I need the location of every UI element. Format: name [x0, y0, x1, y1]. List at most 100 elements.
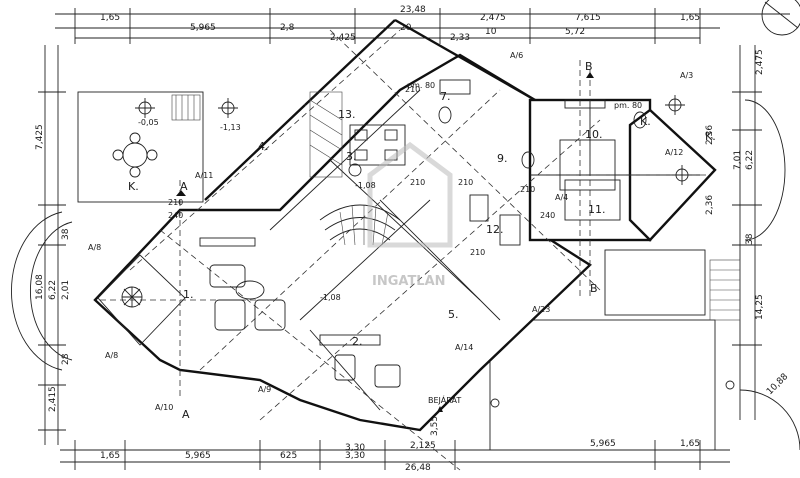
door-label-4: 240 [168, 211, 183, 220]
dim-top-1: 1,65 [100, 13, 120, 23]
dim-right-4: 2,36 [705, 125, 715, 145]
dim-left-3: 6,22 [48, 280, 58, 300]
bottom-right-arc [739, 389, 800, 451]
dim-bottom-5: 2,125 [410, 441, 436, 451]
door-label-2: 210 [410, 178, 425, 187]
dim-right-1: 2,475 [755, 49, 765, 75]
section-arrow-a-top [176, 190, 186, 196]
label-pm80-b: pm. 80 [407, 81, 435, 90]
terrace-right-upper [604, 249, 706, 316]
room2-furniture [319, 334, 401, 388]
dim-bottom-10: 3,55 [430, 416, 440, 436]
north-arrow-line [764, 1, 799, 29]
dim-top-2: 5,965 [190, 23, 216, 33]
room-label-12: 12. [486, 223, 504, 236]
building-walls [93, 18, 717, 432]
watermark-text: INGATLAN [372, 274, 446, 289]
door-label-8: 210 [520, 185, 535, 194]
door-label-5: 240 [540, 211, 555, 220]
entrance-point [490, 398, 500, 408]
dim-left-5: 38 [61, 228, 71, 240]
dim-right-5: 2,36 [705, 195, 715, 215]
dim-top-4: 2,425 [330, 33, 356, 43]
dim-bottom-9: 3,30 [345, 443, 365, 453]
entrance-marker-icon [437, 406, 443, 412]
top-dimension-chain [55, 8, 790, 44]
axis-mark-2: A/10 [155, 403, 173, 412]
room-label-3: 3. [346, 150, 357, 163]
left-bay-arc [11, 211, 63, 371]
kitchen-counter [309, 91, 343, 178]
dim-top-3: 2,8 [280, 23, 295, 33]
room-label-1: 1. [183, 288, 194, 301]
axis-mark-1: A/11 [195, 171, 213, 180]
room-label-5: 5. [448, 308, 459, 321]
terrace-left [77, 91, 204, 203]
room3-furniture [348, 124, 406, 177]
section-mark-a-bottom: A [182, 408, 190, 421]
dim-left-6: 28 [61, 353, 71, 365]
dining-set-terrace [112, 98, 238, 178]
door-label-1: 210 [168, 198, 183, 207]
stair-main [319, 204, 401, 246]
dim-left-1: 7,425 [35, 124, 45, 150]
axis-mark-8: A/14 [455, 343, 473, 352]
axis-mark-5: A/3 [680, 71, 693, 80]
section-mark-b-top: B [585, 60, 593, 73]
plant-room1 [121, 286, 143, 308]
entrance-label: BEJÁRAT [428, 394, 461, 405]
dim-bottom-4: 3,30 [345, 451, 365, 461]
watermark-logo: INGATLAN [367, 141, 453, 289]
dim-top-5: 20 [400, 23, 412, 33]
room-label-13: 13. [338, 108, 356, 121]
axis-mark-7: A/23 [532, 305, 550, 314]
left-dimension-chain [38, 45, 66, 445]
dim-top-6: 2,475 [480, 13, 506, 23]
dim-top-9: 10 [485, 27, 497, 37]
level-mark-a: -0,05 [138, 118, 159, 127]
label-k-middle: K. [640, 115, 651, 128]
dim-bottom-8: 1,65 [680, 439, 700, 449]
room-label-7: 7. [440, 90, 451, 103]
room-label-10: 10. [585, 128, 603, 141]
label-k-right: K. [705, 130, 716, 143]
section-mark-b-bottom: B [590, 282, 598, 295]
dim-right-7: 14,25 [755, 294, 765, 320]
dim-bottom-7: 5,965 [590, 439, 616, 449]
room-k-right [665, 95, 692, 185]
room-label-2: 2. [352, 335, 363, 348]
north-arrow-circle [761, 0, 800, 36]
level-mark-d: -1,08 [320, 293, 341, 302]
label-pm80-a: pm. 80 [614, 101, 642, 110]
terrace-right [489, 319, 716, 451]
dim-top-7: 7,615 [575, 13, 601, 23]
corner-point [725, 380, 735, 390]
axis-mark-6: A/12 [665, 148, 683, 157]
dim-bottom-6: 26,48 [405, 463, 431, 473]
dim-top-12: 1,65 [680, 13, 700, 23]
stair-right [709, 259, 741, 321]
axis-mark-9: A/4 [555, 193, 568, 202]
bedroom-furniture [559, 99, 621, 221]
level-mark-c: -1,08 [355, 181, 376, 190]
dim-top-10: 5,72 [565, 27, 585, 37]
dim-top-11: 23,48 [400, 5, 426, 15]
room-label-4: 4. [258, 140, 269, 153]
label-k-left: K. [128, 180, 139, 193]
dim-right-8: 10,88 [765, 372, 790, 397]
section-mark-a-top: A [180, 180, 188, 193]
living-room-furniture [199, 237, 286, 331]
axis-mark-11: A/8 [105, 351, 118, 360]
room-label-9: 9. [497, 152, 508, 165]
dim-left-7: 2,415 [48, 386, 58, 412]
dim-top-8: 2,33 [450, 33, 470, 43]
axis-mark-3: A/9 [258, 385, 271, 394]
door-label-6: 210 [470, 248, 485, 257]
dim-bottom-3: 625 [280, 451, 297, 461]
left-bay-arc-inner [30, 221, 73, 361]
dim-bottom-1: 1,65 [100, 451, 120, 461]
kitchen-hatch [309, 99, 343, 166]
bottom-dimension-chain [60, 440, 730, 470]
axis-mark-10: A/8 [88, 243, 101, 252]
